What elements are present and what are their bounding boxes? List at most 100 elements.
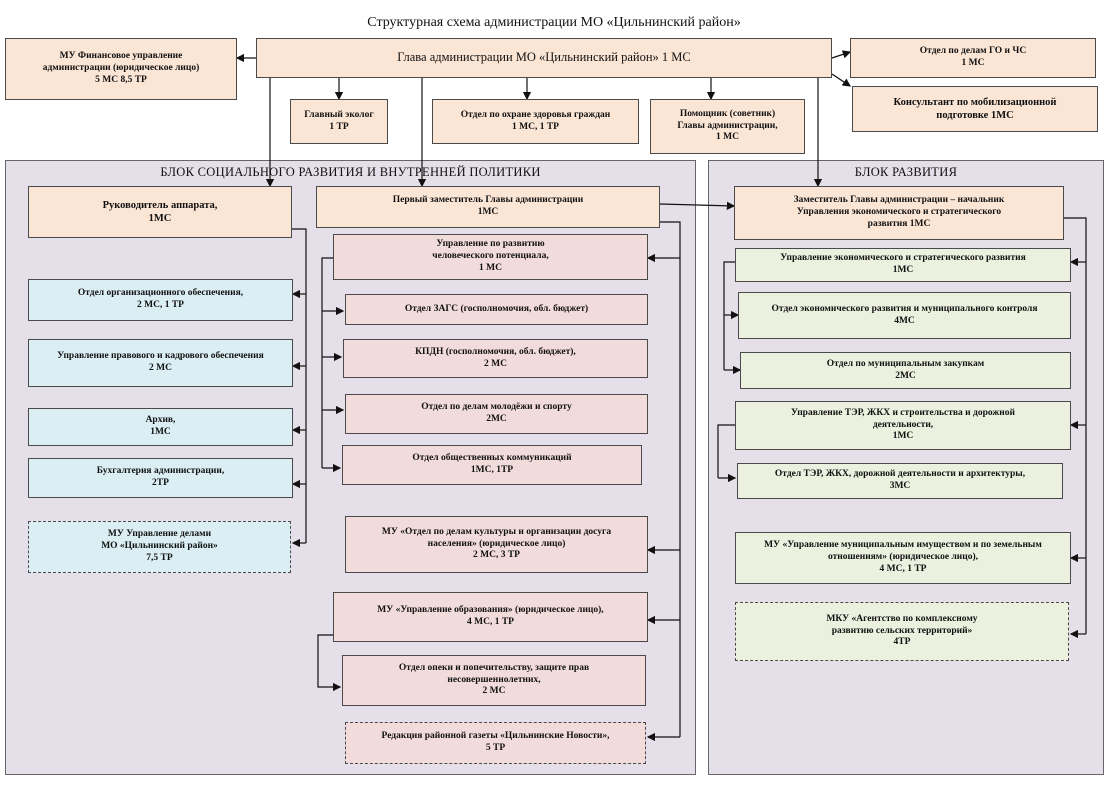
box-line: 4МС <box>894 315 915 326</box>
culture-department-box: МУ «Отдел по делам культуры и организаци… <box>345 516 648 573</box>
box-line: Главный эколог <box>304 109 374 120</box>
deputy-economic-box: Заместитель Главы администрации – началь… <box>734 186 1064 240</box>
box-line: 1МС <box>150 427 171 437</box>
box-line: Управления экономического и стратегическ… <box>796 207 1002 218</box>
accounting-box: Бухгалтерия администрации, 2ТР <box>28 458 293 498</box>
box-line: администрации (юридическое лицо) <box>42 63 200 74</box>
human-potential-department-box: Управление по развитию человеческого пот… <box>333 234 648 280</box>
box-line: МУ «Управление муниципальным имуществом … <box>764 540 1042 551</box>
box-line: Отдел по делам ГО и ЧС <box>919 46 1027 57</box>
box-line: 1МС, 1ТР <box>470 465 514 475</box>
youth-sports-department-box: Отдел по делам молодёжи и спорту 2МС <box>345 394 648 434</box>
box-line: Отдел общественных коммуникаций <box>412 453 572 464</box>
box-line: Управление экономического и стратегическ… <box>780 253 1026 264</box>
box-line: 1МС <box>892 265 914 275</box>
diagram-title: Структурная схема администрации МО «Циль… <box>367 15 741 30</box>
org-support-department-box: Отдел организационного обеспечения, 2 МС… <box>28 279 293 321</box>
box-line: 2 МС <box>149 363 172 373</box>
box-line: деятельности, <box>872 419 934 430</box>
box-line: 7,5 ТР <box>146 552 173 563</box>
ter-management-box: Управление ТЭР, ЖКХ и строительства и до… <box>735 401 1071 450</box>
box-line: Отдел по муниципальным закупкам <box>826 358 985 369</box>
newspaper-editorial-box: Редакция районной газеты «Цильнинские Но… <box>345 722 646 764</box>
box-line: 2 МС <box>482 686 506 697</box>
economic-strategic-management-box: Управление экономического и стратегическ… <box>735 248 1071 282</box>
box-line: развитию сельских территорий» <box>831 625 973 636</box>
public-communications-box: Отдел общественных коммуникаций 1МС, 1ТР <box>342 445 642 485</box>
affairs-management-box: МУ Управление делами МО «Цильнинский рай… <box>28 521 291 573</box>
box-line: 2 МС, 1 ТР <box>137 300 184 310</box>
go-chs-department-box: Отдел по делам ГО и ЧС 1 МС <box>850 38 1096 78</box>
box-line: МУ Управление делами <box>107 529 212 540</box>
box-line: 4ТР <box>893 637 911 648</box>
head-of-administration-box: Глава администрации МО «Цильнинский райо… <box>256 38 832 78</box>
social-block-title: БЛОК СОЦИАЛЬНОГО РАЗВИТИЯ И ВНУТРЕННЕЙ П… <box>160 165 541 179</box>
box-line: Консультант по мобилизационной <box>893 96 1057 108</box>
box-line: развития 1МС <box>867 218 931 229</box>
box-line: 5 ТР <box>485 743 506 753</box>
first-deputy-box: Первый заместитель Главы администрации 1… <box>316 186 660 228</box>
rural-development-agency-box: МКУ «Агентство по комплексному развитию … <box>735 602 1069 661</box>
box-line: МКУ «Агентство по комплексному <box>826 613 978 624</box>
box-line: Бухгалтерия администрации, <box>96 466 225 477</box>
health-department-box: Отдел по охране здоровья граждан 1 МС, 1… <box>432 99 639 144</box>
kpdn-box: КПДН (госполномочия, обл. бюджет), 2 МС <box>343 339 648 378</box>
box-line: Управление по развитию <box>436 239 545 250</box>
box-line: Отдел ЗАГС (госполномочия, обл. бюджет) <box>404 303 589 314</box>
box-line: Архив, <box>145 415 176 426</box>
box-line: Отдел по делам молодёжи и спорту <box>421 402 572 413</box>
box-line: 3МС <box>889 481 911 491</box>
box-line: 1 МС, 1 ТР <box>512 121 559 132</box>
development-block-title: БЛОК РАЗВИТИЯ <box>854 165 958 179</box>
finance-department-box: МУ Финансовое управление администрации (… <box>5 38 237 100</box>
box-line: 2 МС <box>484 358 507 369</box>
box-line: 1МС <box>148 213 172 224</box>
box-line: 2МС <box>486 414 507 424</box>
mobilization-consultant-box: Консультант по мобилизационной подготовк… <box>852 86 1098 132</box>
box-line: населения» (юридическое лицо) <box>427 538 566 549</box>
box-line: МУ Финансовое управление <box>59 51 183 62</box>
chief-of-staff-box: Руководитель аппарата, 1МС <box>28 186 292 238</box>
box-line: 2МС <box>895 370 916 381</box>
box-line: КПДН (госполномочия, обл. бюджет), <box>415 346 576 357</box>
zags-department-box: Отдел ЗАГС (госполномочия, обл. бюджет) <box>345 294 648 325</box>
box-line: подготовке 1МС <box>936 110 1014 121</box>
economic-development-department-box: Отдел экономического развития и муниципа… <box>738 292 1071 339</box>
property-management-box: МУ «Управление муниципальным имуществом … <box>735 532 1071 584</box>
procurement-department-box: Отдел по муниципальным закупкам 2МС <box>740 352 1071 389</box>
box-line: Отдел по охране здоровья граждан <box>460 109 611 120</box>
legal-hr-department-box: Управление правового и кадрового обеспеч… <box>28 339 293 387</box>
box-line: Редакция районной газеты «Цильнинские Но… <box>381 731 610 742</box>
box-line: Заместитель Главы администрации – началь… <box>793 195 1005 206</box>
box-line: Отдел ТЭР, ЖКХ, дорожной деятельности и … <box>774 469 1026 480</box>
box-line: 4 МС, 1 ТР <box>467 617 514 627</box>
box-line: 1 МС <box>716 132 739 143</box>
box-line: 1 МС <box>961 58 985 68</box>
box-line: Главы администрации, <box>677 120 778 131</box>
box-line: 1МС <box>892 431 914 442</box>
box-line: 1МС <box>477 207 499 217</box>
guardianship-department-box: Отдел опеки и попечительству, защите пра… <box>342 655 646 706</box>
box-line: Руководитель аппарата, <box>102 199 218 211</box>
box-line: МУ «Управление образования» (юридическое… <box>377 605 604 616</box>
ter-department-box: Отдел ТЭР, ЖКХ, дорожной деятельности и … <box>737 463 1063 499</box>
box-line: несовершеннолетних, <box>447 674 541 685</box>
box-line: отношениям» (юридическое лицо), <box>827 552 979 563</box>
box-line: человеческого потенциала, <box>432 251 549 262</box>
box-line: 4 МС, 1 ТР <box>879 563 927 574</box>
assistant-box: Помощник (советник) Главы администрации,… <box>650 99 805 154</box>
head-of-administration-label: Глава администрации МО «Цильнинский райо… <box>397 50 691 65</box>
box-line: Отдел опеки и попечительству, защите пра… <box>398 662 590 673</box>
box-line: 1 ТР <box>329 121 349 132</box>
chief-ecologist-box: Главный эколог 1 ТР <box>290 99 388 144</box>
education-department-box: МУ «Управление образования» (юридическое… <box>333 592 648 642</box>
archive-box: Архив, 1МС <box>28 408 293 446</box>
box-line: 2 МС, 3 ТР <box>473 550 520 561</box>
box-line: МУ «Отдел по делам культуры и организаци… <box>381 526 612 537</box>
box-line: Управление ТЭР, ЖКХ и строительства и до… <box>791 407 1015 418</box>
box-line: МО «Цильнинский район» <box>101 541 218 552</box>
box-line: Первый заместитель Главы администрации <box>392 195 584 206</box>
box-line: 5 МС 8,5 ТР <box>95 74 147 85</box>
box-line: Помощник (советник) <box>679 108 776 119</box>
